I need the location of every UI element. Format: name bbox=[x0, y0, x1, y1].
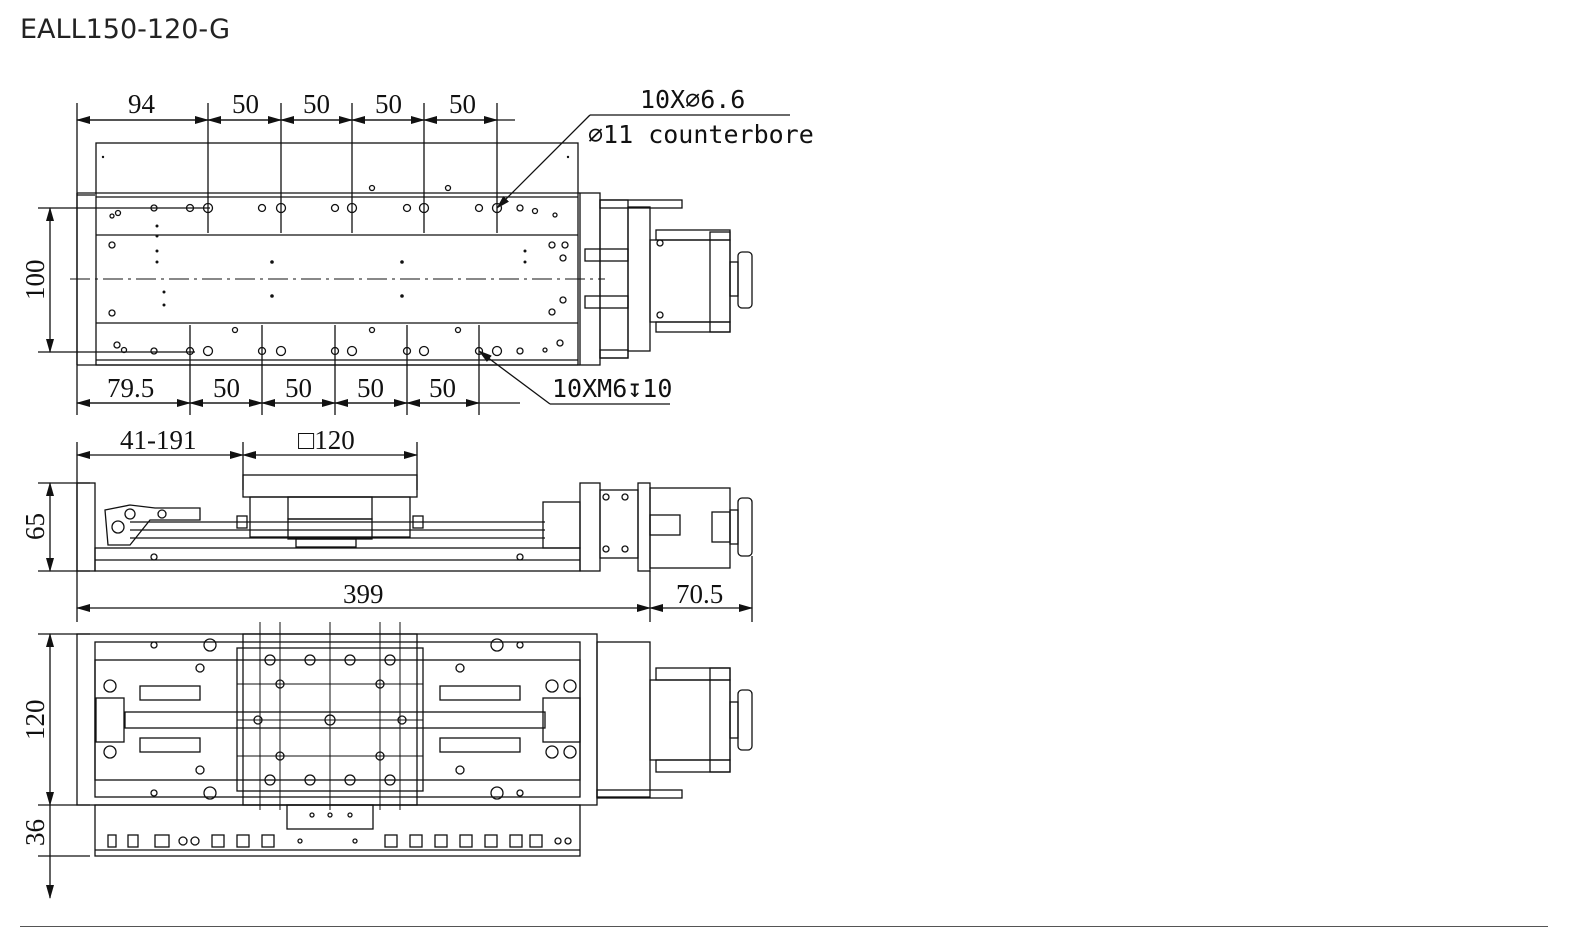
overall-length-dim: 399 bbox=[343, 579, 384, 609]
side-view bbox=[38, 442, 753, 622]
bottom-dim-50-a: 50 bbox=[213, 373, 240, 403]
footer-divider bbox=[20, 926, 1548, 927]
plan-width-dim: 120 bbox=[20, 700, 50, 741]
tapped-hole-note: 10XM6↧10 bbox=[552, 374, 672, 403]
bottom-dim-50-b: 50 bbox=[285, 373, 312, 403]
plan-view bbox=[38, 622, 753, 899]
top-dim-50-d: 50 bbox=[449, 89, 476, 119]
top-dim-50-a: 50 bbox=[232, 89, 259, 119]
height-dim-100: 100 bbox=[20, 260, 50, 301]
bottom-dim-79-5: 79.5 bbox=[107, 373, 154, 403]
hole-note-line2: ⌀11 counterbore bbox=[588, 120, 814, 149]
cable-chain-links bbox=[107, 812, 572, 848]
motor-length-dim: 70.5 bbox=[676, 579, 723, 609]
table-size-dim: □120 bbox=[298, 425, 355, 455]
top-dim-50-b: 50 bbox=[303, 89, 330, 119]
chain-height-dim: 36 bbox=[20, 819, 50, 846]
top-dim-50-c: 50 bbox=[375, 89, 402, 119]
top-row-holes bbox=[108, 202, 569, 317]
side-height-dim: 65 bbox=[20, 513, 50, 540]
bottom-dim-50-d: 50 bbox=[429, 373, 456, 403]
drawing-title: EALL150-120-G bbox=[20, 14, 231, 45]
hole-note-line1: 10X⌀6.6 bbox=[640, 85, 745, 114]
bottom-row-holes bbox=[113, 184, 564, 357]
bottom-dim-50-c: 50 bbox=[357, 373, 384, 403]
top-dim-94: 94 bbox=[128, 89, 156, 119]
stroke-dim: 41-191 bbox=[120, 425, 197, 455]
top-view bbox=[38, 103, 790, 415]
